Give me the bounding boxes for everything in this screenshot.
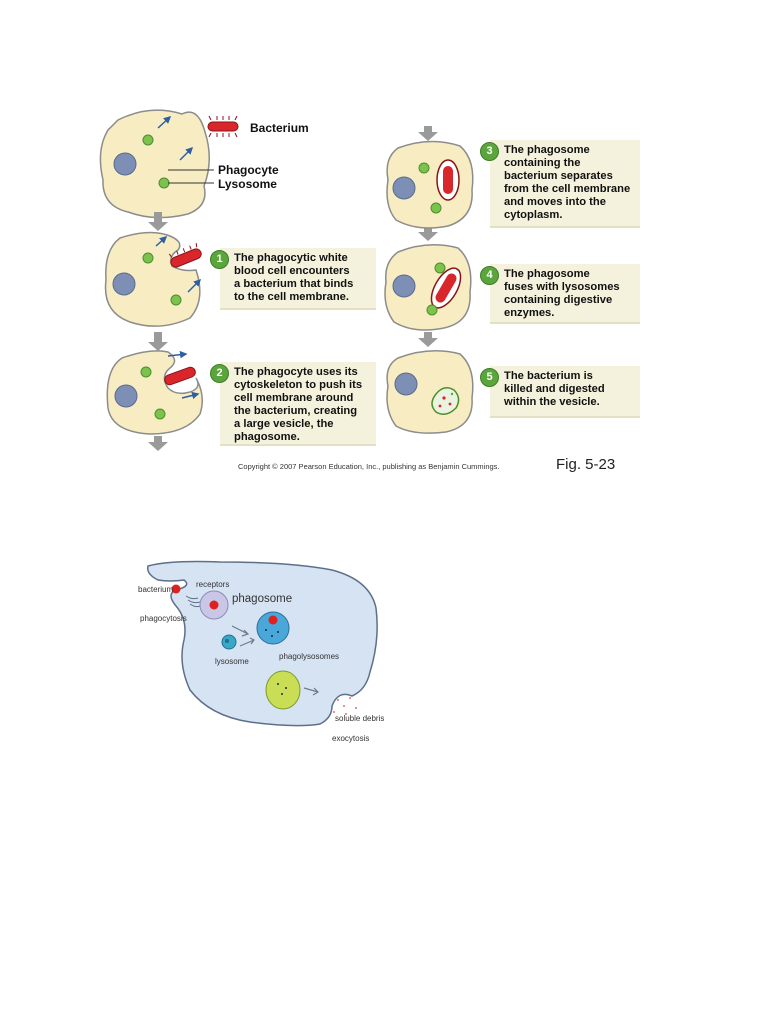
phagocyte-cell-step3: [386, 140, 474, 229]
copyright-text: Copyright © 2007 Pearson Education, Inc.…: [238, 462, 500, 471]
step2-callout: 2 The phagocyte uses its cytoskeleton to…: [210, 362, 376, 446]
step1-number: 1: [210, 250, 229, 269]
phagocyte-cell-step5: [386, 350, 474, 434]
step4-callout: 4 The phagosome fuses with lysosomes con…: [480, 264, 640, 324]
phagocytosis-steps-diagram: [99, 109, 474, 451]
soluble-debris-dots: [333, 697, 357, 715]
phagocyte-cell-step4: [384, 244, 472, 331]
label-receptors: receptors: [196, 580, 230, 589]
residual-body-graphic: [265, 670, 301, 710]
label-phagolysosomes: phagolysosomes: [279, 652, 340, 661]
step3-number: 3: [480, 142, 499, 161]
step5-text: The bacterium is killed and digested wit…: [504, 370, 605, 408]
flow-arrows-right: [418, 126, 438, 347]
bacterium-dot: [171, 584, 181, 594]
step3-callout: 3 The phagosome containing the bacterium…: [480, 140, 640, 228]
step5-number: 5: [480, 368, 499, 387]
flow-arrows-left: [148, 212, 168, 451]
step2-number: 2: [210, 364, 229, 383]
legend-phagocyte-label: Phagocyte: [218, 163, 279, 177]
step4-number: 4: [480, 266, 499, 285]
legend-lysosome-label: Lysosome: [218, 177, 277, 191]
legend-bacterium-graphic: [207, 115, 239, 138]
label-phagocytosis: phagocytosis: [140, 614, 187, 623]
label-bacterium: bacterium: [138, 585, 174, 594]
phagolysosome-graphic: [256, 611, 290, 645]
figure-number: Fig. 5-23: [556, 456, 616, 473]
phagocyte-cell-step1: [104, 231, 202, 327]
label-soluble-debris: soluble debris: [335, 714, 385, 723]
cell-body: [146, 560, 378, 727]
phagosome-arrow: [231, 625, 250, 637]
step2-text: The phagocyte uses its cytoskeleton to p…: [234, 366, 363, 443]
label-phagosome: phagosome: [232, 593, 293, 605]
lysosome-graphic: [221, 634, 237, 650]
step3-text: The phagosome containing the bacterium s…: [504, 144, 631, 221]
receptors-graphic: [185, 595, 201, 608]
step1-text: The phagocytic white blood cell encounte…: [234, 252, 354, 303]
phagocyte-cell-resting: [99, 109, 210, 219]
step5-callout: 5 The bacterium is killed and digested w…: [480, 366, 640, 418]
phagocyte-cell-step2: [106, 350, 203, 435]
phagosome-graphic: [199, 590, 229, 620]
exocytosis-arrow: [303, 687, 319, 696]
label-lysosome: lysosome: [215, 657, 249, 666]
step4-text: The phagosome fuses with lysosomes conta…: [504, 268, 620, 319]
legend-bacterium-label: Bacterium: [250, 121, 309, 135]
lysosome-arrow: [239, 637, 255, 647]
step1-callout: 1 The phagocytic white blood cell encoun…: [210, 248, 376, 310]
label-exocytosis: exocytosis: [332, 734, 370, 743]
